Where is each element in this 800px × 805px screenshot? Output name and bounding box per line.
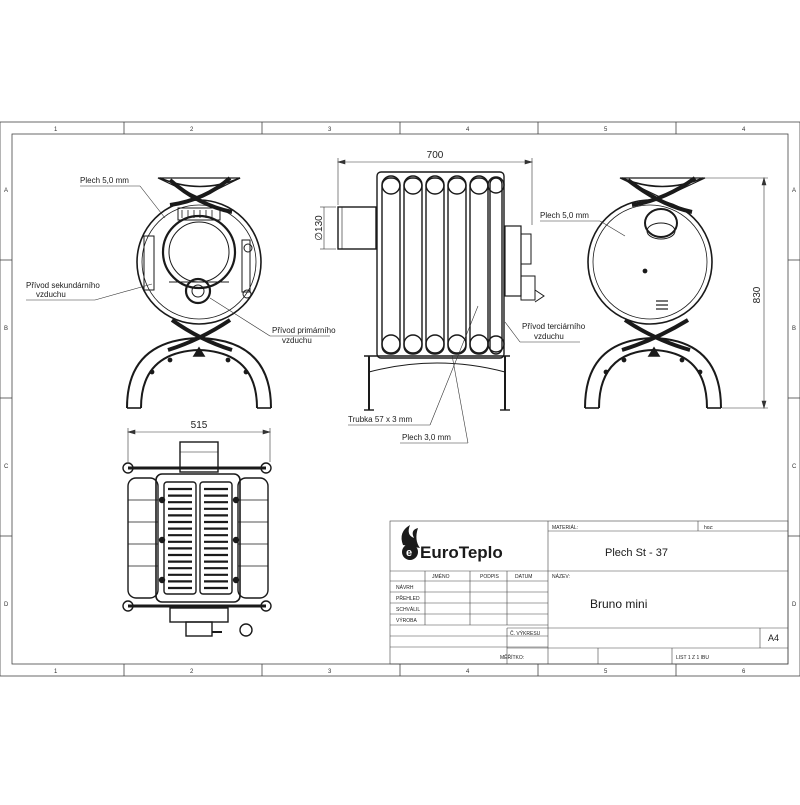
row-label-right: C bbox=[792, 464, 797, 470]
title-block-text: hoz: MATERIÁL: Plech St - 37 NÁZEV: Brun… bbox=[396, 524, 779, 661]
callout-secondary-air-line1: Přívod sekundárního bbox=[26, 281, 100, 290]
col-label-top: 5 bbox=[604, 127, 608, 133]
col-jmeno: JMÉNO bbox=[432, 573, 450, 580]
grid-labels: 1 2 3 4 5 4 1 2 3 4 5 6 A B C D A B C D bbox=[4, 127, 797, 675]
top-view bbox=[122, 441, 272, 637]
row-label-left: D bbox=[4, 602, 9, 608]
row-pregled: PŘEHLED bbox=[396, 594, 420, 602]
callout-primary-air-line2: vzduchu bbox=[282, 336, 312, 345]
col-label-bottom: 4 bbox=[466, 669, 470, 675]
hoz-label: hoz: bbox=[704, 525, 713, 531]
row-label-right: D bbox=[792, 602, 797, 608]
title-block bbox=[389, 520, 789, 665]
top-view-grille bbox=[168, 487, 228, 590]
scale-label: MĚŘÍTKO: bbox=[500, 653, 524, 661]
dim-flue-diameter: ∅130 bbox=[314, 215, 325, 241]
col-label-bottom: 2 bbox=[190, 669, 194, 675]
col-datum: DATUM bbox=[515, 574, 532, 580]
eurotEplo-logo: e EuroTeplo bbox=[401, 525, 503, 562]
col-label-top: 3 bbox=[328, 127, 332, 133]
row-vyroba: VÝROBA bbox=[396, 617, 418, 624]
col-label-bottom: 3 bbox=[328, 669, 332, 675]
row-label-left: A bbox=[4, 188, 8, 194]
callouts: Plech 5,0 mm Přívod sekundárního vzduchu… bbox=[26, 176, 589, 442]
col-label-top: 4 bbox=[466, 127, 470, 133]
callout-sheet-back: Plech 5,0 mm bbox=[540, 211, 589, 220]
dim-width-top: 515 bbox=[191, 420, 208, 431]
front-view bbox=[126, 176, 272, 409]
callout-tertiary-air-line2: vzduchu bbox=[534, 332, 564, 341]
dimension-lines bbox=[126, 158, 768, 462]
row-label-right: A bbox=[792, 188, 796, 194]
callout-sheet-front: Plech 5,0 mm bbox=[80, 176, 129, 185]
name-label: NÁZEV: bbox=[552, 573, 570, 580]
callout-leaders bbox=[26, 185, 626, 444]
callout-secondary-air-line2: vzduchu bbox=[36, 290, 66, 299]
name-value: Bruno mini bbox=[590, 597, 647, 611]
row-label-left: B bbox=[4, 326, 8, 332]
row-navrh: NÁVRH bbox=[396, 584, 414, 591]
callout-tube: Trubka 57 x 3 mm bbox=[348, 415, 413, 424]
dim-width-side: 700 bbox=[427, 150, 444, 161]
logo-text: EuroTeplo bbox=[420, 543, 503, 562]
row-label-right: B bbox=[792, 326, 796, 332]
col-label-bottom: 1 bbox=[54, 669, 58, 675]
side-view bbox=[337, 171, 545, 411]
col-podpis: PODPIS bbox=[480, 574, 500, 580]
sheet-label: LIST 1 Z 1 IBU bbox=[676, 655, 709, 661]
material-label: MATERIÁL: bbox=[552, 524, 578, 531]
logo-letter: e bbox=[406, 547, 412, 559]
col-label-bottom: 5 bbox=[604, 669, 608, 675]
callout-tertiary-air-line1: Přívod terciárního bbox=[522, 322, 586, 331]
drawing-number-label: Č. VÝKRESU bbox=[510, 630, 541, 637]
row-label-left: C bbox=[4, 464, 9, 470]
col-label-bottom: 6 bbox=[742, 669, 746, 675]
format-value: A4 bbox=[768, 633, 779, 643]
callout-sheet-bottom: Plech 3,0 mm bbox=[402, 433, 451, 442]
col-label-top: 2 bbox=[190, 127, 194, 133]
callout-primary-air-line1: Přívod primárního bbox=[272, 326, 336, 335]
back-view bbox=[584, 176, 722, 409]
dim-height: 830 bbox=[752, 286, 763, 303]
col-label-top: 4 bbox=[742, 127, 746, 133]
row-schvalil: SCHVÁLIL bbox=[396, 606, 420, 613]
dimension-labels: 700 ∅130 830 515 bbox=[191, 150, 763, 431]
col-label-top: 1 bbox=[54, 127, 58, 133]
material-value: Plech St - 37 bbox=[605, 547, 668, 559]
